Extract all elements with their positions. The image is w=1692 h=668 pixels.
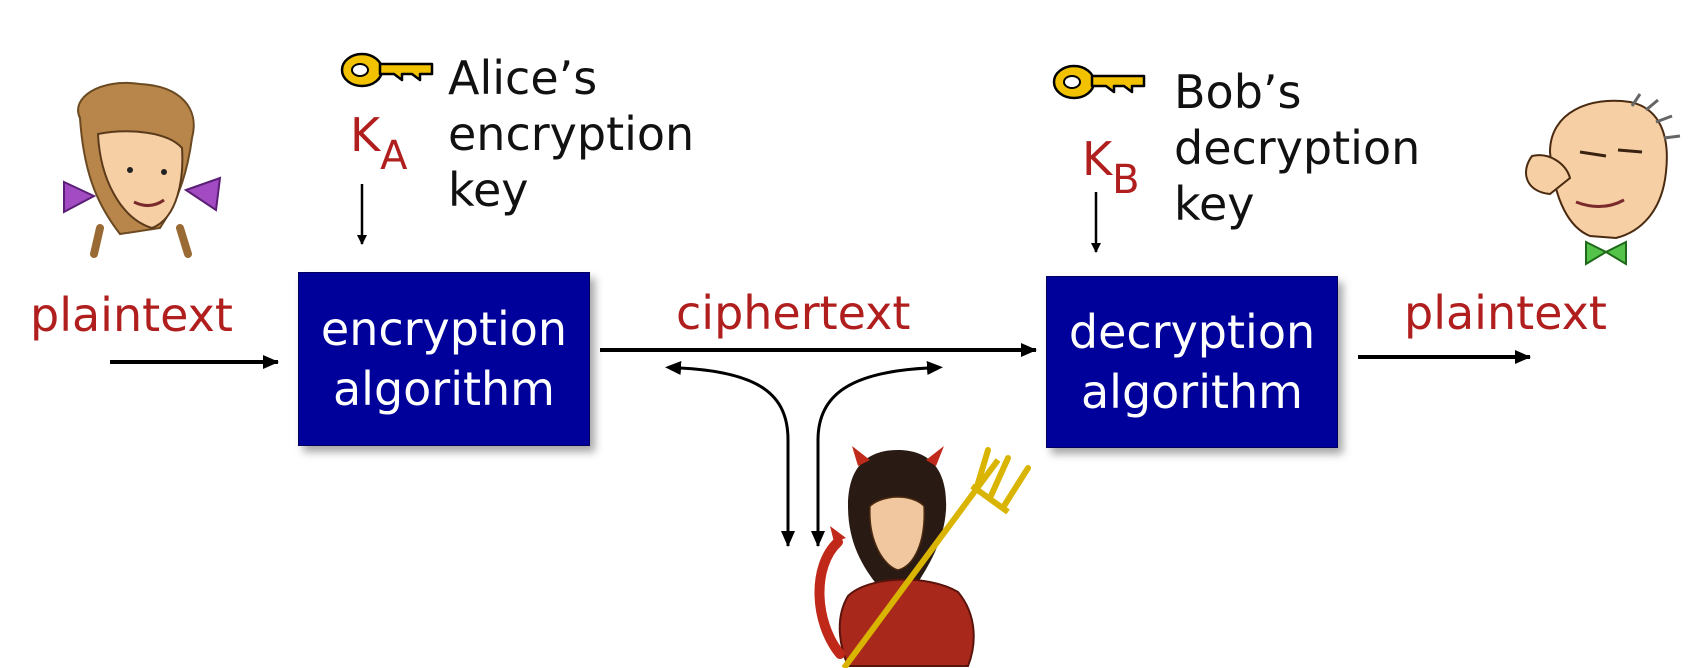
bob-key-desc-line: decryption [1174,121,1421,175]
alice-key-desc-line: Alice’s [448,51,598,105]
key-icon [340,52,434,88]
alice-key-desc-line: encryption [448,107,695,161]
encryption-box-line: algorithm [332,362,555,416]
key-a-symbol: K [350,108,381,162]
bob-cartoon-icon [1525,93,1681,266]
alice-key-description: Alice’s encryption key [448,50,694,218]
key-icon [1052,64,1146,100]
intercept-arrow-right [811,361,943,547]
bob-key-desc-line: key [1174,177,1255,231]
key-b-symbol: K [1082,132,1113,186]
decryption-algorithm-box: decryption algorithm [1046,276,1338,448]
decryption-box-line: algorithm [1080,365,1303,419]
bob-key-desc-line: Bob’s [1174,65,1302,119]
alice-key-desc-line: key [448,163,529,217]
encryption-box-line: encryption [320,302,568,356]
ciphertext-label: ciphertext [676,286,911,340]
plaintext-output-label: plaintext [1404,286,1607,340]
trudy-devil-icon [814,446,1031,668]
key-a-subscript: A [380,133,408,179]
alice-cartoon-icon [63,81,222,258]
plaintext-input-label: plaintext [30,288,233,342]
key-a-label: KA [350,112,408,176]
decryption-box-line: decryption [1068,305,1316,359]
bob-key-description: Bob’s decryption key [1174,64,1420,232]
encryption-algorithm-box: encryption algorithm [298,272,590,446]
intercept-arrow-left [665,361,795,547]
key-b-label: KB [1082,136,1140,200]
key-b-subscript: B [1112,157,1140,203]
